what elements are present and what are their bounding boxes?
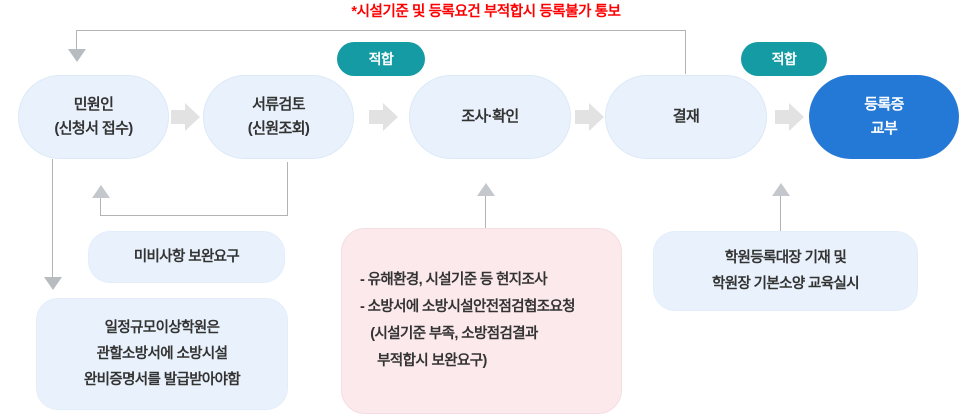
badge-fit-1-label: 적합 — [368, 51, 394, 67]
process-step-doc-review-label: 서류검토 (신원조회) — [247, 96, 310, 137]
note-fire-safety-certificate-label: 일정규모이상학원은 관할소방서에 소방시설 완비증명서를 발급받아야함 — [83, 320, 241, 388]
supplement-arrow-up-icon — [92, 185, 110, 198]
process-step-investigate-label: 조사·확인 — [461, 108, 519, 125]
note-onsite-investigation-label: - 유해환경, 시설기준 등 현지조사 - 소방서에 소방시설안전점검협조요청 … — [360, 272, 576, 369]
registry-line-vertical — [780, 196, 781, 231]
onsite-arrow-up-icon — [477, 183, 495, 196]
process-step-doc-review[interactable]: 서류검토 (신원조회) — [203, 75, 354, 159]
note-registry-and-training: 학원등록대장 기재 및 학원장 기본소양 교육실시 — [653, 231, 918, 311]
loop-line-vertical-right — [685, 30, 686, 74]
note-supplement-request-label: 미비사항 보완요구 — [133, 249, 240, 265]
notice-text: *시설기준 및 등록요건 부적합시 등록불가 통보 — [351, 4, 621, 20]
note-onsite-investigation: - 유해환경, 시설기준 등 현지조사 - 소방서에 소방시설안전점검협조요청 … — [341, 228, 622, 414]
onsite-line-vertical — [485, 196, 486, 231]
process-step-applicant[interactable]: 민원인 (신청서 접수) — [18, 75, 169, 159]
arrow-step-2-3 — [369, 101, 399, 133]
badge-fit-1: 적합 — [337, 42, 425, 76]
supplement-line-vertical-right — [287, 162, 288, 216]
process-step-certificate[interactable]: 등록증 교부 — [809, 75, 959, 159]
supplement-line-vertical-left — [100, 197, 101, 216]
loop-line-vertical-left — [76, 30, 77, 50]
loop-line-horizontal-top — [76, 30, 686, 31]
badge-fit-2-label: 적합 — [771, 51, 797, 67]
loop-arrow-down-icon — [68, 49, 86, 62]
note-fire-safety-certificate: 일정규모이상학원은 관할소방서에 소방시설 완비증명서를 발급받아야함 — [36, 298, 288, 410]
arrow-step-3-4 — [575, 101, 605, 133]
arrow-step-1-2 — [171, 101, 201, 133]
process-step-applicant-label: 민원인 (신청서 접수) — [54, 96, 133, 137]
process-step-investigate[interactable]: 조사·확인 — [409, 75, 571, 159]
branch-arrow-down-icon — [44, 277, 62, 290]
note-supplement-request: 미비사항 보완요구 — [88, 231, 285, 283]
registry-arrow-up-icon — [772, 183, 790, 196]
badge-fit-2: 적합 — [741, 42, 827, 76]
process-step-certificate-label: 등록증 교부 — [864, 96, 904, 137]
arrow-step-4-5 — [775, 101, 805, 133]
supplement-line-horizontal — [100, 215, 288, 216]
note-registry-and-training-label: 학원등록대장 기재 및 학원장 기본소양 교육실시 — [712, 250, 860, 292]
branch-line-applicant-down — [52, 159, 53, 281]
process-step-approval-label: 결재 — [672, 108, 700, 125]
process-step-approval[interactable]: 결재 — [605, 75, 767, 159]
